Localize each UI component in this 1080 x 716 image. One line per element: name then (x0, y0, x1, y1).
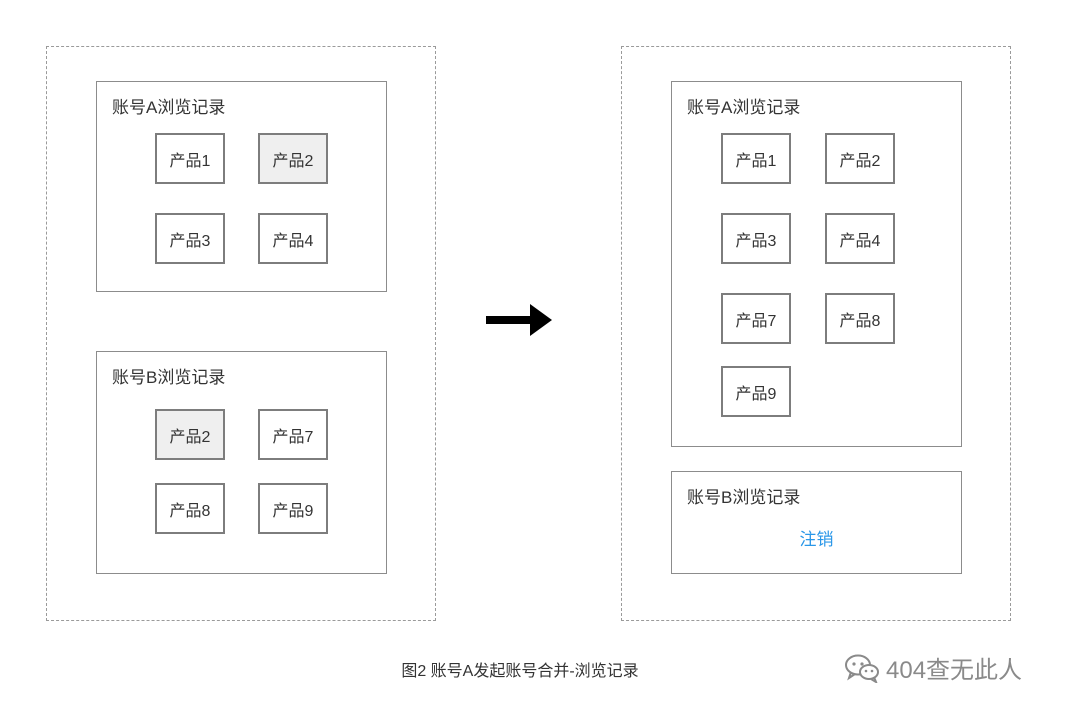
left-account-b-history: 账号B浏览记录 产品2 产品7 产品8 产品9 (96, 351, 387, 574)
product-card: 产品4 (258, 213, 328, 264)
product-card-duplicate: 产品2 (155, 409, 225, 460)
product-card: 产品4 (825, 213, 895, 264)
product-card: 产品7 (721, 293, 791, 344)
product-card: 产品8 (155, 483, 225, 534)
after-merge-panel: 账号A浏览记录 产品1 产品2 产品3 产品4 产品7 产品8 产品9 账号B浏… (621, 46, 1011, 621)
figure-caption: 图2 账号A发起账号合并-浏览记录 (401, 663, 639, 680)
product-card: 产品2 (825, 133, 895, 184)
merge-arrow-icon (486, 304, 552, 336)
product-card: 产品9 (721, 366, 791, 417)
product-card: 产品3 (155, 213, 225, 264)
group-title: 账号B浏览记录 (112, 368, 226, 387)
product-card: 产品3 (721, 213, 791, 264)
left-account-a-history: 账号A浏览记录 产品1 产品2 产品3 产品4 (96, 81, 387, 292)
watermark: 404查无此人 (844, 650, 1022, 685)
product-card: 产品7 (258, 409, 328, 460)
cancelled-status: 注销 (799, 530, 834, 549)
before-merge-panel: 账号A浏览记录 产品1 产品2 产品3 产品4 账号B浏览记录 产品2 产品7 … (46, 46, 436, 621)
product-card: 产品1 (155, 133, 225, 184)
group-title: 账号A浏览记录 (687, 98, 801, 117)
group-title: 账号A浏览记录 (112, 98, 226, 117)
product-card: 产品9 (258, 483, 328, 534)
product-card-duplicate: 产品2 (258, 133, 328, 184)
watermark-text: 404查无此人 (886, 657, 1023, 684)
wechat-icon (845, 654, 879, 683)
right-account-b-history: 账号B浏览记录 注销 (671, 471, 962, 574)
product-card: 产品1 (721, 133, 791, 184)
product-card: 产品8 (825, 293, 895, 344)
group-title: 账号B浏览记录 (687, 488, 801, 507)
right-account-a-history: 账号A浏览记录 产品1 产品2 产品3 产品4 产品7 产品8 产品9 (671, 81, 962, 447)
